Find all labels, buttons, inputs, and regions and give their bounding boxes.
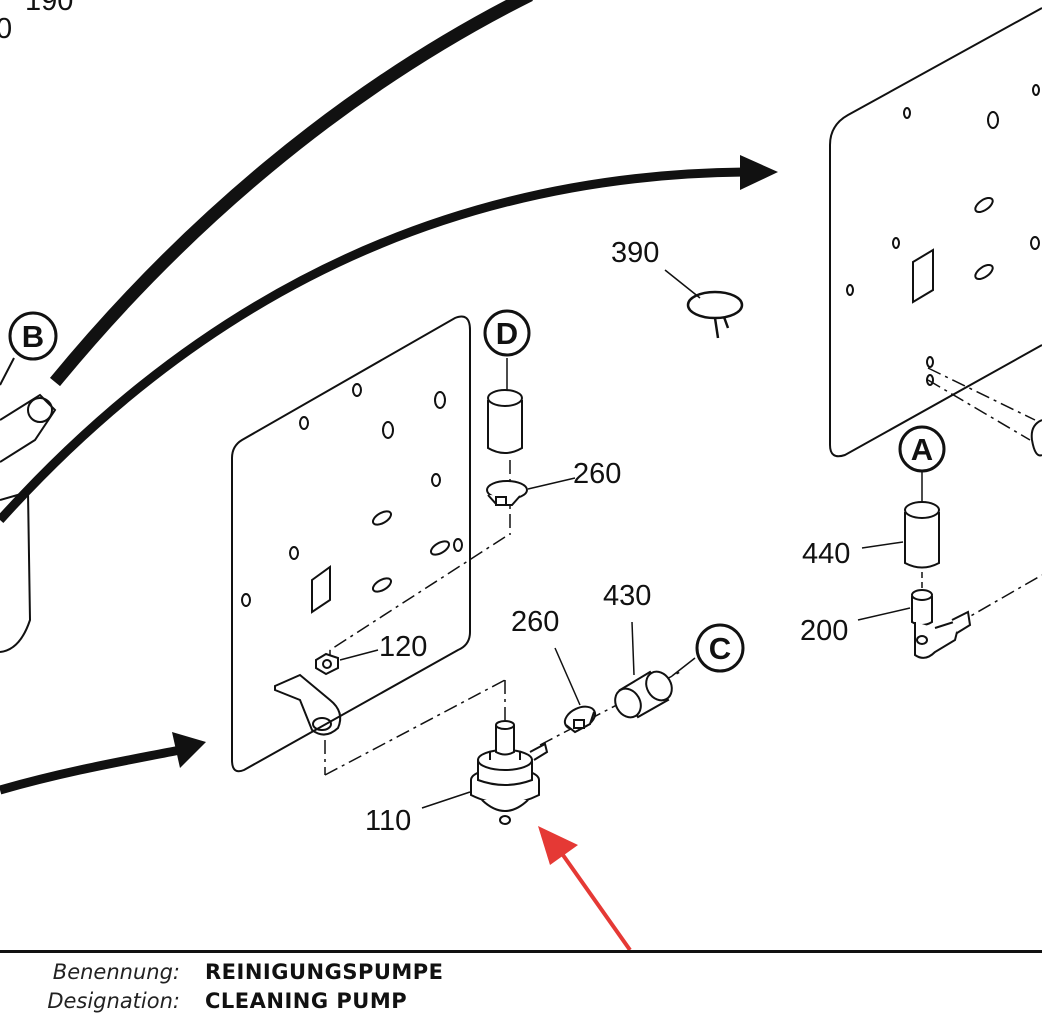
designation-row-de: Benennung: REINIGUNGSPUMPE [0,960,1042,988]
flow-arrow-middle-head [740,155,778,190]
marker-a: A [898,425,946,473]
exploded-parts-diagram: B D C A 190 0 390 260 120 260 430 110 44… [0,0,1042,950]
callout-440: 440 [802,538,850,570]
marker-c-label: C [709,631,731,666]
callout-390: 390 [611,237,659,269]
leader-260-top [527,477,576,490]
title-block: Benennung: REINIGUNGSPUMPE Designation: … [0,950,1042,1013]
leader-120 [339,649,379,661]
left-filter-assembly [0,357,57,653]
marker-b: B [8,311,58,361]
leader-430 [631,621,635,676]
designation-value-de: REINIGUNGSPUMPE [205,960,444,984]
part-120-nut [315,652,339,676]
designation-row-en: Designation: CLEANING PUMP [0,989,1042,1017]
designation-label-en: Designation: [47,989,180,1013]
part-200-elbow-fitting [911,589,972,659]
callout-120: 120 [379,631,427,663]
part-390-clamp-ring [686,290,744,339]
hose-d-tube [487,389,523,454]
mounting-plate-center [231,315,471,773]
part-110-cleaning-pump [470,720,549,825]
flow-arrow-bottom-head [172,732,206,768]
mounting-plate-right [829,7,1042,458]
leader-110 [421,791,471,809]
leader-200 [857,607,911,621]
highlight-arrow [538,826,632,950]
marker-d-label: D [496,316,518,351]
marker-b-label: B [22,319,44,354]
designation-label-de: Benennung: [52,960,180,984]
flow-arrow-top [49,0,533,387]
leader-440 [861,541,904,549]
callout-0: 0 [0,13,12,45]
designation-value-en: CLEANING PUMP [205,989,408,1013]
marker-d: D [483,309,531,357]
callout-430: 430 [603,580,651,612]
leader-c [671,657,696,677]
part-260-hose-clip-top [486,480,528,506]
marker-c: C [695,623,745,673]
leader-390 [664,269,701,299]
leader-260-bottom [554,647,581,706]
title-block-rule [0,950,1042,953]
callout-260-top: 260 [573,458,621,490]
part-440-hose-a [904,501,940,569]
part-260-hose-clip-bottom [563,705,597,734]
assembly-guide-lines [324,367,1042,776]
callout-200: 200 [800,615,848,647]
callout-110: 110 [365,805,411,837]
flow-arrow-bottom [0,745,181,795]
marker-a-label: A [911,432,933,467]
callout-190: 190 [25,0,73,17]
callout-260-bottom: 260 [511,606,559,638]
part-430-hose-piece [614,670,673,719]
flow-arrow-middle [0,167,746,524]
